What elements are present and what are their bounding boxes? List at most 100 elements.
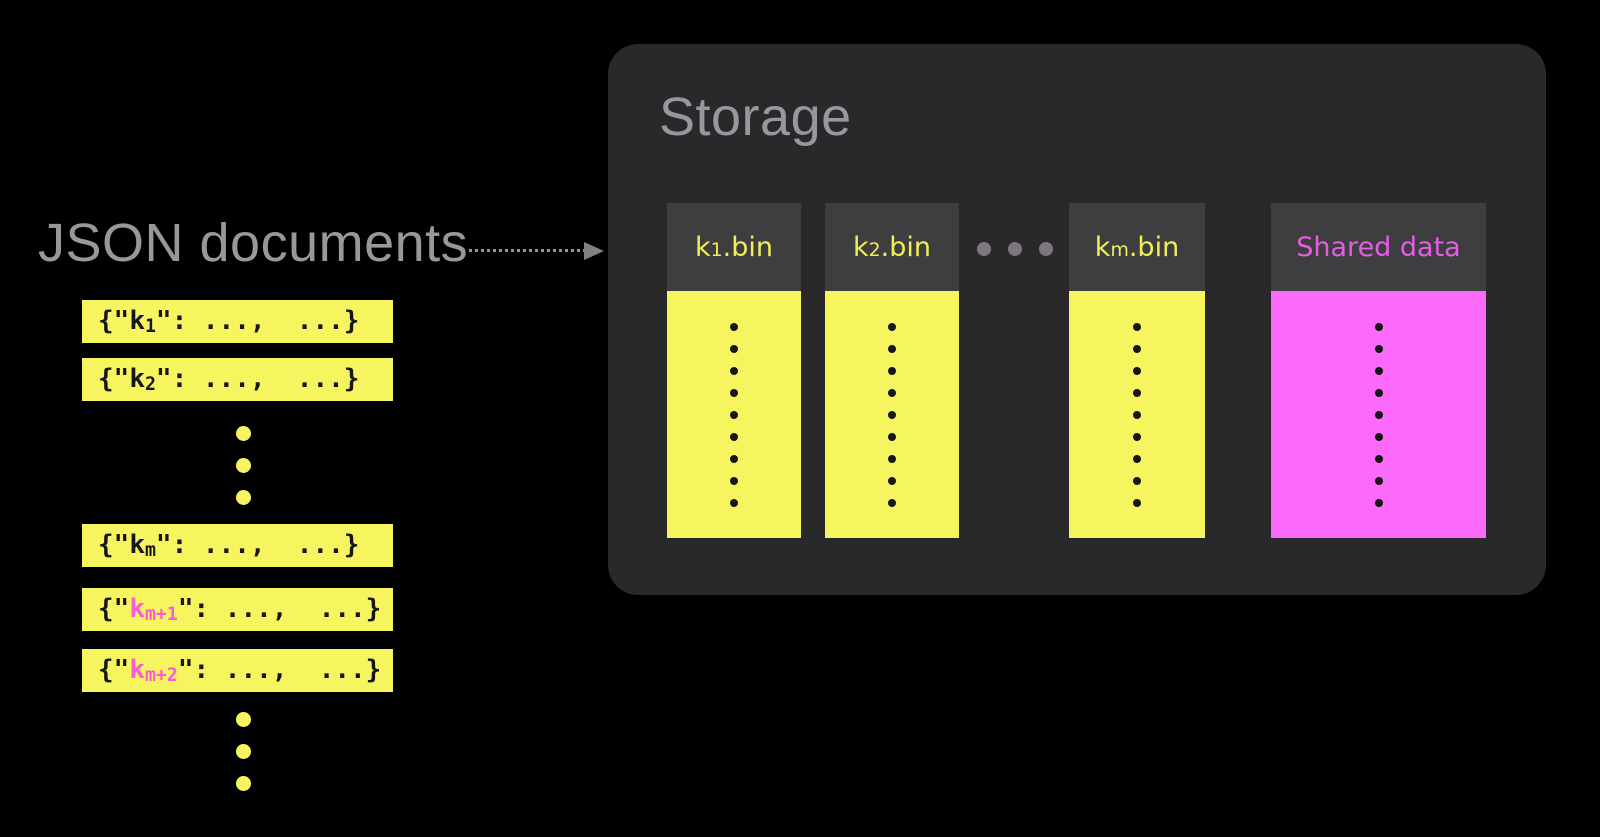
content-dot: [888, 388, 896, 397]
ellipsis-dot: [236, 744, 251, 759]
bin-key-text: k: [1094, 231, 1111, 263]
vertical-ellipsis: [236, 426, 251, 505]
content-dot: [1374, 344, 1383, 353]
content-dot: [888, 498, 896, 507]
doc-open-text: {": [98, 594, 130, 624]
doc-open-text: {": [98, 306, 130, 336]
bin-body: [825, 291, 959, 538]
content-dot: [1133, 498, 1141, 507]
content-dot: [1374, 476, 1383, 485]
content-dot: [730, 388, 738, 397]
content-dot: [1133, 322, 1141, 331]
doc-close-text: ": ..., ...}: [155, 530, 360, 560]
document-row: {"km": ..., ...}: [82, 524, 393, 567]
content-dot: [1133, 366, 1141, 375]
content-dot: [1133, 432, 1141, 441]
doc-close-text: ": ..., ...}: [177, 594, 382, 624]
doc-key-text: k: [129, 530, 145, 560]
doc-key-subscript: m+1: [144, 604, 178, 626]
ellipsis-dot: [1008, 242, 1022, 256]
content-dot: [730, 322, 738, 331]
content-dot: [730, 410, 738, 419]
ellipsis-dot: [236, 776, 251, 791]
bin-key-subscript: 1: [710, 239, 723, 262]
content-dot: [1374, 498, 1383, 507]
content-dot: [888, 432, 896, 441]
bin-key-text: k: [852, 231, 869, 263]
arrow-dotted-line: [462, 249, 586, 252]
doc-key-text: k: [129, 306, 145, 336]
content-dot: [1133, 410, 1141, 419]
doc-close-text: ": ..., ...}: [155, 364, 360, 394]
content-dot: [888, 344, 896, 353]
doc-key-text: k: [129, 594, 145, 624]
ellipsis-dot: [236, 426, 251, 441]
bin-body: [1271, 291, 1486, 538]
doc-key-text: k: [129, 655, 145, 685]
arrow-head-icon: [584, 242, 604, 260]
ellipsis-dot: [977, 242, 991, 256]
content-dot: [1374, 432, 1383, 441]
content-dot: [1133, 454, 1141, 463]
ellipsis-dot: [236, 490, 251, 505]
bin-body: [667, 291, 801, 538]
arrow-json-to-storage: [462, 241, 607, 261]
ellipsis-dot: [236, 458, 251, 473]
bin-key-text: k: [694, 231, 711, 263]
document-row: {"k1": ..., ...}: [82, 300, 393, 343]
content-dot: [730, 476, 738, 485]
doc-key-subscript: m: [144, 540, 156, 562]
content-dot: [1374, 410, 1383, 419]
ellipsis-dot: [1039, 242, 1053, 256]
content-dot: [1133, 344, 1141, 353]
content-dot: [1133, 388, 1141, 397]
doc-open-text: {": [98, 655, 130, 685]
doc-key-subscript: m+2: [144, 665, 178, 687]
content-dot: [730, 432, 738, 441]
json-documents-title: JSON documents: [38, 213, 469, 273]
content-dot: [1133, 476, 1141, 485]
content-dot: [888, 410, 896, 419]
bin-column: Shared data: [1271, 203, 1486, 538]
content-dot: [1374, 366, 1383, 375]
bin-key-subscript: m: [1110, 239, 1129, 262]
doc-key-subscript: 1: [144, 316, 156, 338]
bins-ellipsis: [977, 242, 1053, 256]
doc-key-text: k: [129, 364, 145, 394]
content-dot: [1374, 388, 1383, 397]
doc-open-text: {": [98, 530, 130, 560]
bin-suffix-text: .bin: [880, 231, 931, 263]
bin-key-subscript: 2: [868, 239, 881, 262]
bin-shared-label: Shared data: [1296, 231, 1461, 263]
content-dot: [730, 344, 738, 353]
content-dot: [1374, 454, 1383, 463]
vertical-ellipsis: [236, 712, 251, 791]
bin-body: [1069, 291, 1205, 538]
bin-suffix-text: .bin: [722, 231, 773, 263]
ellipsis-dot: [236, 712, 251, 727]
content-dot: [888, 476, 896, 485]
content-dot: [888, 366, 896, 375]
content-dot: [730, 498, 738, 507]
storage-title: Storage: [659, 87, 852, 147]
doc-close-text: ": ..., ...}: [155, 306, 360, 336]
content-dot: [730, 366, 738, 375]
bin-suffix-text: .bin: [1128, 231, 1180, 263]
document-row: {"k2": ..., ...}: [82, 358, 393, 401]
bin-header: Shared data: [1271, 203, 1486, 291]
document-row: {"km+2": ..., ...}: [82, 649, 393, 692]
document-row: {"km+1": ..., ...}: [82, 588, 393, 631]
content-dot: [888, 322, 896, 331]
doc-key-subscript: 2: [144, 374, 156, 396]
content-dot: [730, 454, 738, 463]
doc-open-text: {": [98, 364, 130, 394]
content-dot: [1374, 322, 1383, 331]
